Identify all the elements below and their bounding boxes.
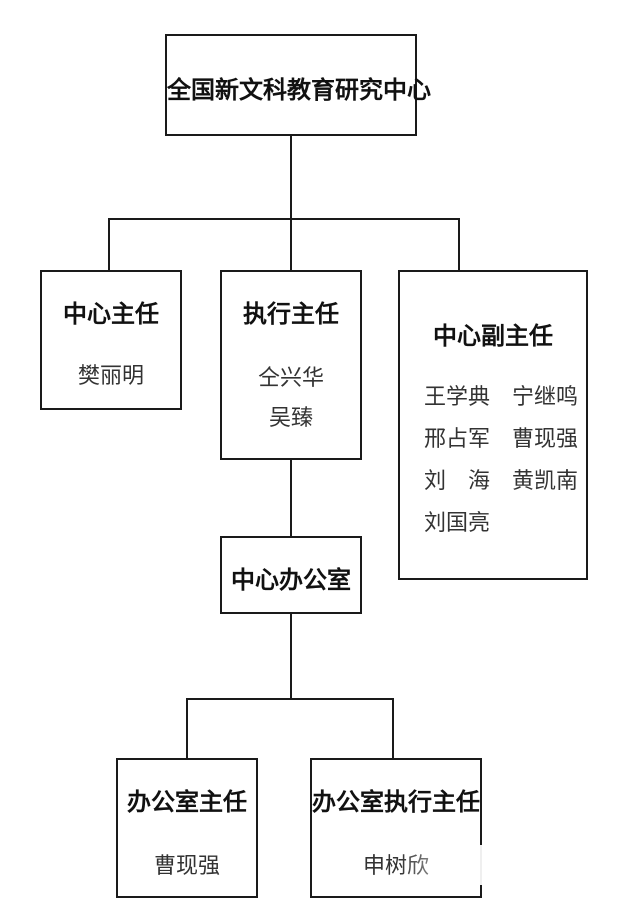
deputy-director-name: 刘国亮 [424,511,491,536]
office-executive-director-node: 办公室执行主任 申树欣 [310,758,482,898]
deputy-director-name: 宁继鸣 [512,385,579,410]
deputy-director-name: 黄凯南 [512,469,579,494]
deputy-director-name: 刘 海 [424,469,491,494]
office-title: 中心办公室 [231,566,351,594]
executive-director-name: 仝兴华 [257,366,324,391]
executive-director-node: 执行主任 仝兴华 吴臻 [220,270,362,460]
office-director-node: 办公室主任 曹现强 [116,758,258,898]
deputy-directors-list: 王学典 宁继鸣 邢占军 曹现强 刘 海 黄凯南 刘国亮 [424,382,592,540]
root-node: 全国新文科教育研究中心 [165,34,431,136]
connector-to-director [108,218,110,272]
deputy-director-name: 邢占军 [424,427,491,452]
office-node: 中心办公室 [220,536,362,614]
connector-to-executive-director [290,218,292,272]
deputy-director-name: 曹现强 [512,427,579,452]
office-director-title: 办公室主任 [127,788,247,816]
director-name: 樊丽明 [77,364,144,389]
connector-to-office-executive-director [392,698,394,760]
deputy-directors-title: 中心副主任 [433,322,553,350]
office-director-name: 曹现强 [153,854,220,879]
connector-to-deputy-directors [458,218,460,272]
office-executive-director-title: 办公室执行主任 [312,788,480,816]
connector-level3-bar [186,698,394,700]
edge-fade-overlay [400,845,640,885]
director-title: 中心主任 [63,300,159,328]
director-node: 中心主任 樊丽明 [40,270,182,410]
deputy-directors-node: 中心副主任 王学典 宁继鸣 邢占军 曹现强 刘 海 黄凯南 刘国亮 [398,270,588,580]
root-title: 全国新文科教育研究中心 [167,76,431,104]
executive-director-name: 吴臻 [268,406,313,431]
connector-to-office-director [186,698,188,760]
executive-director-title: 执行主任 [243,300,339,328]
connector-executive-to-office [290,458,292,538]
connector-level1-bar [108,218,460,220]
connector-root-down [290,134,292,220]
deputy-director-name: 王学典 [424,385,491,410]
connector-office-down [290,612,292,700]
